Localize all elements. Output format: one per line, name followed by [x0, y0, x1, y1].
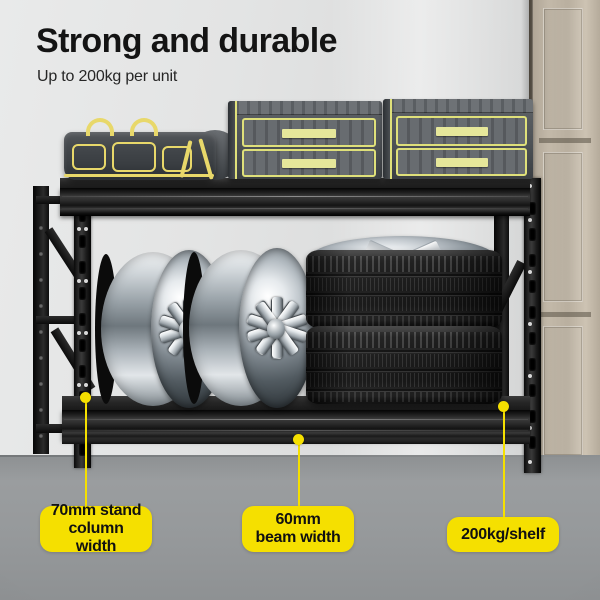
tool-case-2-drawer-top — [396, 116, 527, 146]
tool-case-1-drawer-top — [242, 118, 376, 147]
alloy-wheel-2 — [183, 246, 315, 410]
tool-bag-pocket-1 — [72, 144, 106, 170]
callout-beam-width: 60mm beam width — [242, 506, 354, 552]
tool-case-1-drawer-bottom — [242, 149, 376, 177]
callout-stand-column-width-line2: column width — [68, 520, 124, 555]
tool-case-2-drawer-bottom — [396, 148, 527, 176]
tool-bag-handle-right — [130, 118, 158, 136]
callout-shelf-capacity-line1: 200kg/shelf — [461, 525, 545, 543]
callout-line-beam-width — [298, 439, 300, 507]
page-title: Strong and durable — [36, 22, 337, 60]
rack-horizontal-brace-left-mid — [36, 316, 88, 324]
tyre-upper — [306, 250, 502, 328]
shelf-beam-top — [60, 188, 530, 216]
wall-floor-joint — [0, 455, 600, 457]
callout-beam-width-line1: 60mm — [275, 511, 321, 529]
shelf-deck-top — [60, 178, 530, 190]
callout-beam-width-line2: beam width — [255, 529, 341, 546]
callout-stand-column-width: 70mm stand column width — [40, 502, 152, 555]
tool-case-2 — [383, 99, 533, 179]
tool-bag-pocket-2 — [112, 142, 156, 172]
page-subtitle: Up to 200kg per unit — [37, 68, 178, 85]
alloy-wheel-2-face — [239, 248, 315, 408]
tool-case-1 — [228, 101, 382, 179]
tool-bag-handle-left — [86, 118, 114, 136]
tool-bag-pocket-3 — [162, 146, 192, 172]
callout-dot-stand-column-width — [80, 392, 91, 403]
callout-stand-column-width-line1: 70mm stand — [50, 502, 142, 520]
callout-shelf-capacity: 200kg/shelf — [447, 517, 559, 552]
callout-dot-beam-width — [293, 434, 304, 445]
tyre-lower — [306, 326, 502, 404]
callout-line-shelf-capacity — [503, 406, 505, 518]
callout-dot-shelf-capacity — [498, 401, 509, 412]
tool-bag — [64, 118, 238, 180]
callout-line-stand-column-width — [85, 397, 87, 507]
